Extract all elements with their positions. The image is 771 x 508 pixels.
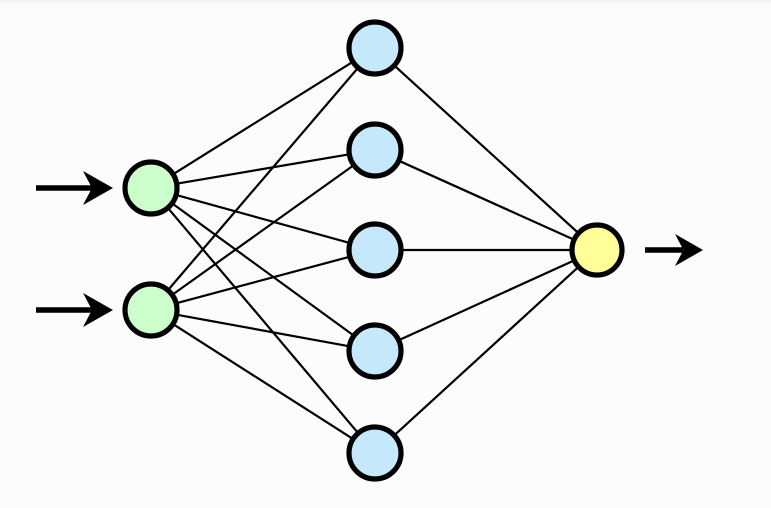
- hidden-node-4[interactable]: [346, 322, 404, 380]
- output-arrow-1-head-icon: [675, 234, 703, 266]
- input-arrow-2-head-icon: [83, 293, 113, 327]
- hidden-node-3[interactable]: [346, 221, 404, 279]
- edge-h4-o1: [396, 258, 577, 342]
- edge-i1-h5: [165, 205, 361, 436]
- hidden-node-5[interactable]: [346, 424, 404, 482]
- edge-h1-o1: [392, 63, 581, 235]
- input-arrow-1-head-icon: [83, 171, 113, 205]
- edge-h5-o1: [392, 265, 581, 438]
- edge-i1-h2: [174, 153, 352, 185]
- output-node-1[interactable]: [569, 222, 625, 278]
- edge-h2-o1: [396, 159, 577, 242]
- edge-i1-h4: [170, 201, 356, 338]
- hidden-node-1[interactable]: [346, 19, 404, 77]
- input-arrow-1: [36, 171, 113, 205]
- edge-i2-h1: [166, 65, 360, 293]
- input-node-1[interactable]: [122, 159, 180, 217]
- nodes-group: [122, 19, 625, 482]
- edge-i1-h3: [174, 193, 352, 245]
- hidden-node-2[interactable]: [346, 121, 404, 179]
- edges-group: [165, 60, 581, 441]
- input-node-2[interactable]: [122, 281, 180, 339]
- edge-i1-h1: [171, 60, 355, 176]
- edge-i2-h3: [174, 255, 352, 305]
- arrows-group: [36, 171, 703, 327]
- input-arrow-2: [36, 293, 113, 327]
- edge-i2-h4: [174, 313, 352, 348]
- output-arrow-1: [645, 234, 703, 266]
- edge-i2-h2: [170, 163, 356, 297]
- edge-i2-h5: [171, 322, 355, 441]
